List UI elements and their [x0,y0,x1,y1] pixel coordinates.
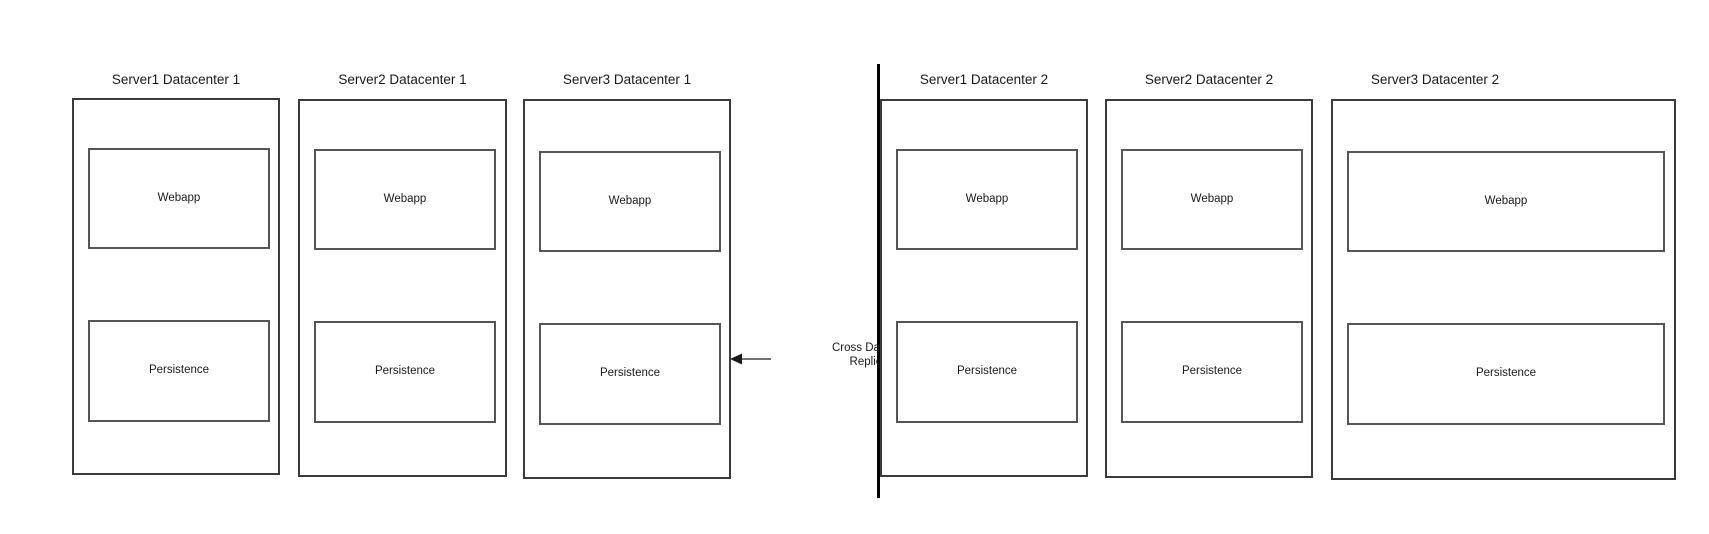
component-box-webapp[interactable]: Webapp [1121,149,1303,250]
server-container-box[interactable]: Webapp Persistence [1331,99,1676,480]
component-label: Webapp [965,192,1009,205]
server-container-box[interactable]: Webapp Persistence [298,99,507,477]
component-label: Persistence [1181,365,1243,378]
component-label: Webapp [608,194,652,207]
component-box-webapp[interactable]: Webapp [88,148,270,249]
server-title: Server2 Datacenter 1 [338,72,467,87]
component-label: Persistence [956,365,1018,378]
component-box-persistence[interactable]: Persistence [88,320,270,422]
component-box-webapp[interactable]: Webapp [1347,151,1665,252]
server-container-box[interactable]: Webapp Persistence [72,98,280,475]
component-box-webapp[interactable]: Webapp [539,151,721,252]
server-title: Server3 Datacenter 1 [562,72,692,87]
server-column-server1-datacenter1: Server1 Datacenter 1 Webapp Persistence [72,73,280,475]
component-label: Webapp [383,192,427,205]
component-label: Webapp [1190,192,1234,205]
component-box-webapp[interactable]: Webapp [896,149,1078,250]
component-label: Persistence [148,364,210,377]
server-column-server3-datacenter1: Server3 Datacenter 1 Webapp Persistence [523,73,731,479]
component-label: Persistence [599,367,661,380]
component-box-persistence[interactable]: Persistence [1121,321,1303,423]
server-title: Server1 Datacenter 1 [111,72,241,87]
server-column-server2-datacenter2: Server2 Datacenter 2 Webapp Persistence [1105,73,1313,478]
server-container-box[interactable]: Webapp Persistence [880,99,1088,477]
server-column-server3-datacenter2: Server3 Datacenter 2 Webapp Persistence [1331,72,1676,480]
component-label: Webapp [157,191,201,204]
component-label: Persistence [1475,367,1537,380]
server-title: Server2 Datacenter 2 [1144,72,1274,87]
server-title: Server3 Datacenter 2 [1370,72,1500,87]
arrow-left-icon [730,353,771,365]
server-column-server2-datacenter1: Server2 Datacenter 1 Webapp Persistence [298,73,507,477]
component-box-persistence[interactable]: Persistence [1347,323,1665,425]
component-label: Webapp [1484,194,1528,207]
server-container-box[interactable]: Webapp Persistence [523,99,731,479]
component-box-persistence[interactable]: Persistence [896,321,1078,423]
server-title: Server1 Datacenter 2 [919,72,1049,87]
component-box-webapp[interactable]: Webapp [314,149,496,250]
server-column-server1-datacenter2: Server1 Datacenter 2 Webapp Persistence [880,73,1088,477]
server-container-box[interactable]: Webapp Persistence [1105,99,1313,478]
component-box-persistence[interactable]: Persistence [314,321,496,423]
datacenter-divider-line [877,64,880,498]
component-label: Persistence [374,365,436,378]
component-box-persistence[interactable]: Persistence [539,323,721,425]
